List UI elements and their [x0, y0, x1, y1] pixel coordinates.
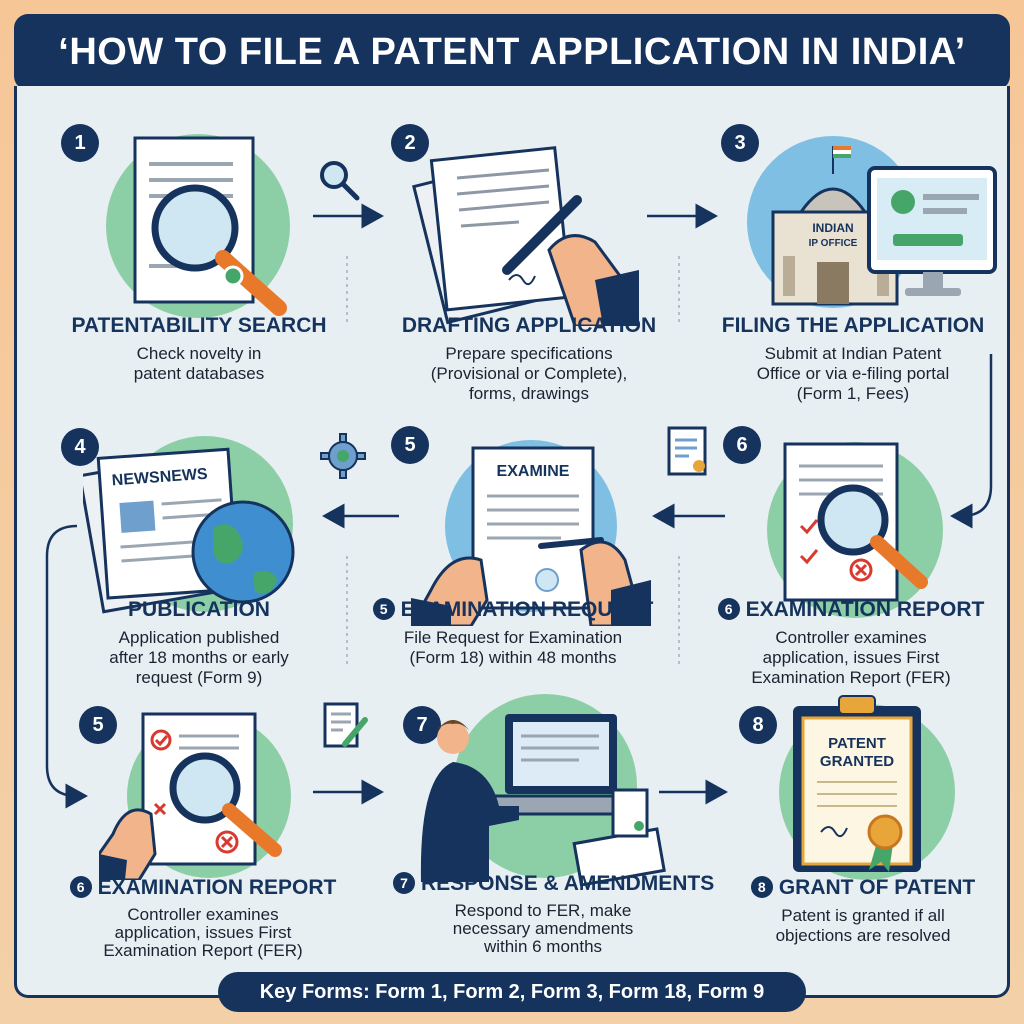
step-1-title: PATENTABILITY SEARCH: [71, 314, 327, 337]
step-3-badge: 3: [721, 124, 759, 162]
step-4-title: PUBLICATION: [128, 598, 270, 621]
step-6-mini-badge: 6: [717, 598, 740, 620]
step-8-title: GRANT OF PATENT: [778, 876, 976, 899]
edit-document-icon: [323, 702, 368, 748]
examination-report-illustration: [767, 442, 943, 618]
filing-illustration: INDIAN IP OFFICE: [747, 136, 997, 308]
certificate-line2: GRANTED: [820, 753, 894, 770]
step-5b-desc-line: Controller examines: [127, 905, 279, 924]
step-3-desc-line: (Form 1, Fees): [796, 384, 910, 403]
step-7-title: RESPONSE & AMENDMENTS: [421, 872, 715, 895]
search-illustration: [106, 134, 290, 318]
step-3-desc-line: Office or via e-filing portal: [756, 364, 950, 383]
step-8-badge: 8: [739, 706, 777, 744]
step-5-badge: 5: [391, 426, 429, 464]
step-7-mini-badge: 7: [393, 872, 415, 894]
arrow-4-5b: [45, 524, 88, 809]
step-2-desc-line: (Provisional or Complete),: [430, 364, 628, 383]
small-magnifier-icon: [320, 161, 360, 201]
examination-request-illustration: EXAMINE: [411, 440, 651, 626]
step-1: PATENTABILITY SEARCH Check novelty in pa…: [49, 314, 349, 384]
step-3: FILING THE APPLICATION Submit at Indian …: [703, 314, 1003, 404]
step-3-title: FILING THE APPLICATION: [721, 314, 985, 337]
award-seal-icon: [867, 814, 903, 850]
step-5b-mini-badge: 6: [69, 876, 92, 898]
step-7-badge: 7: [403, 706, 441, 744]
step-6-title: EXAMINATION REPORT: [745, 598, 985, 621]
step-2-desc-line: Prepare specifications: [445, 344, 613, 363]
step-4-desc-line: after 18 months or early: [109, 648, 289, 667]
step-6-desc-line: Controller examines: [775, 628, 927, 647]
gear-icon: [320, 433, 366, 479]
step-8-mini-badge: 8: [750, 876, 773, 898]
step-2-title: DRAFTING APPLICATION: [401, 314, 657, 337]
arrow-3-6: [950, 354, 993, 529]
step-8-desc-line: Patent is granted if all: [781, 906, 945, 925]
examine-form-heading: EXAMINE: [497, 463, 570, 480]
step-7: 7 RESPONSE & AMENDMENTS Respond to FER, m…: [393, 872, 714, 956]
step-5-desc-line: (Form 18) within 48 months: [409, 648, 617, 667]
step-5-title: EXAMINATION REQUEST: [400, 598, 654, 621]
step-5b-title: EXAMINATION REPORT: [97, 876, 337, 899]
pen-icon: [502, 195, 582, 275]
step-6-badge: 6: [723, 426, 761, 464]
flow-connectors: [45, 203, 993, 809]
grant-illustration: PATENT GRANTED: [779, 695, 955, 880]
step-7-desc-line: Respond to FER, make: [454, 901, 632, 920]
world-globe-icon: [191, 500, 295, 604]
step-4-desc-line: Application published: [118, 628, 280, 647]
step-5b-desc-line: application, issues First: [114, 923, 292, 942]
step-5-desc-line: File Request for Examination: [403, 628, 623, 647]
step-7-desc-line: within 6 months: [483, 937, 603, 956]
step-1-badge: 1: [61, 124, 99, 162]
office-sign-line1: INDIAN: [812, 221, 853, 235]
certificate-line1: PATENT: [828, 735, 886, 752]
globe-icon: [891, 190, 915, 214]
step-6-desc-line: Examination Report (FER): [751, 668, 951, 687]
document-icon: [667, 426, 707, 476]
step-5b-badge: 5: [79, 706, 117, 744]
publication-illustration: NEWSNEWS: [83, 436, 295, 614]
step-3-desc-line: Submit at Indian Patent: [764, 344, 942, 363]
magnifier-icon: [151, 184, 239, 272]
response-illustration: [420, 694, 666, 886]
drafting-illustration: [412, 146, 639, 326]
step-2: DRAFTING APPLICATION Prepare specificati…: [379, 314, 679, 404]
step-5-mini-badge: 5: [372, 598, 395, 620]
step-1-desc-line: Check novelty in: [136, 344, 262, 363]
step-6-desc-line: application, issues First: [762, 648, 940, 667]
flow-board: 1 PATENTABILITY SEARCH Check novelty in …: [14, 86, 1010, 998]
step-7-desc-line: necessary amendments: [452, 919, 634, 938]
step-4-badge: 4: [61, 428, 99, 466]
step-2-desc-line: forms, drawings: [469, 384, 589, 403]
step-1-desc-line: patent databases: [133, 364, 265, 383]
office-sign-line2: IP OFFICE: [809, 238, 858, 249]
step-2-badge: 2: [391, 124, 429, 162]
key-forms-footer: Key Forms: Form 1, Form 2, Form 3, Form …: [218, 972, 806, 1012]
step-5b-desc-line: Examination Report (FER): [103, 941, 303, 960]
step-4-desc-line: request (Form 9): [135, 668, 263, 687]
step-8-desc-line: objections are resolved: [775, 926, 951, 945]
page-title: ‘HOW TO FILE A PATENT APPLICATION IN IND…: [14, 14, 1010, 90]
step-4: PUBLICATION Application published after …: [49, 598, 349, 688]
newspaper-masthead: NEWSNEWS: [111, 466, 208, 490]
examination-report-illustration-2: [99, 712, 291, 880]
